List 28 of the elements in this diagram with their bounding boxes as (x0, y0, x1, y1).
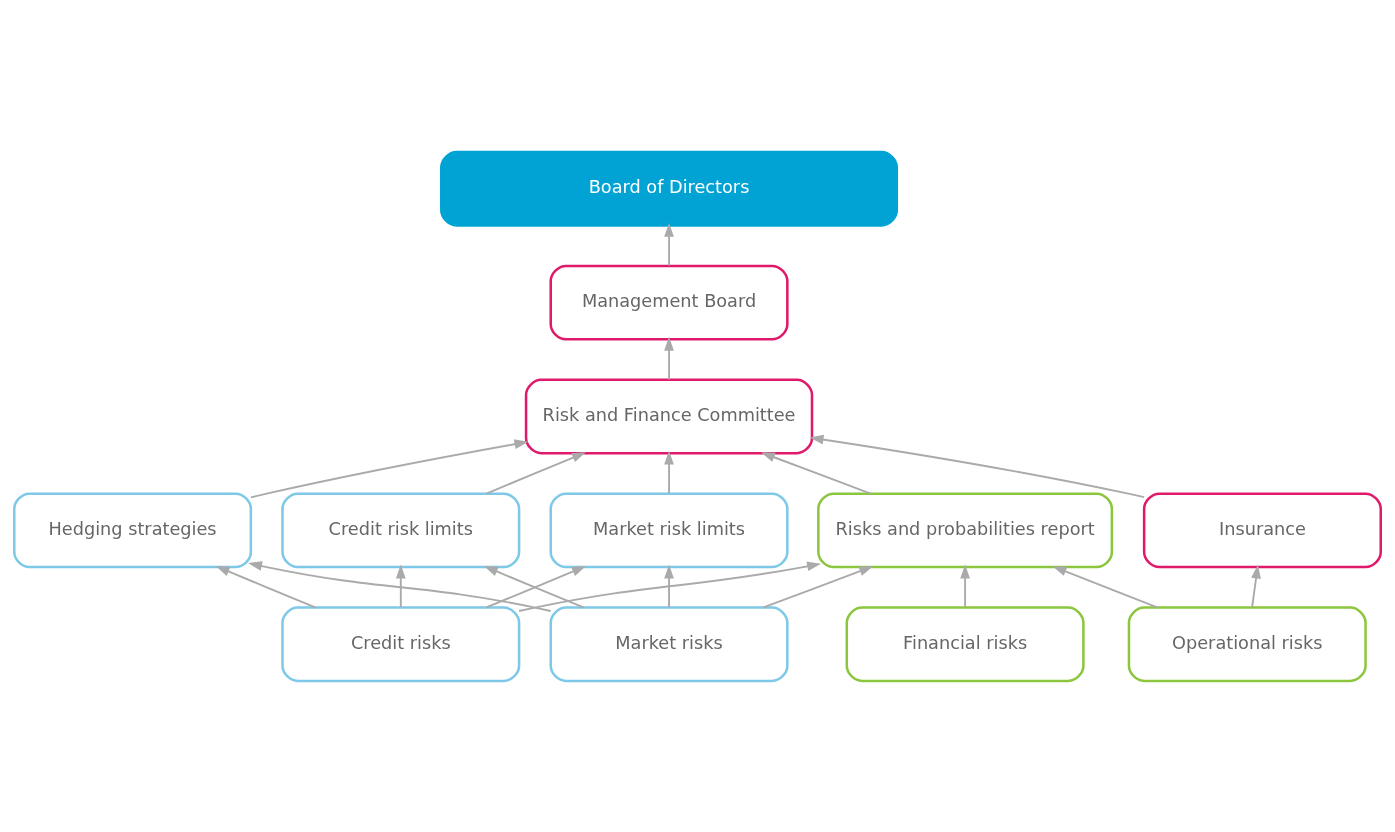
arrow (760, 451, 872, 494)
node-box: Market risks (549, 605, 789, 682)
arrow (664, 450, 674, 494)
arrow (1052, 565, 1159, 608)
node-box: Hedging strategies (13, 491, 253, 568)
arrow (1251, 564, 1261, 608)
node-box: Credit risk limits (281, 491, 521, 568)
node-box: Market risk limits (549, 491, 789, 568)
node-box: Credit risks (281, 605, 521, 682)
arrow (664, 564, 674, 608)
arrow (518, 561, 822, 612)
arrow (664, 336, 674, 380)
arrow (960, 564, 970, 608)
node-box: Risk and Finance Committee (524, 378, 814, 454)
node-box: Operational risks (1127, 605, 1367, 682)
node-box: Insurance (1142, 491, 1382, 568)
node-box: Financial risks (845, 605, 1085, 682)
node-box: Board of Directors (440, 150, 899, 227)
arrow (664, 222, 674, 266)
arrow (395, 564, 406, 608)
node-box: Risks and probabilities report (817, 491, 1114, 568)
arrow (248, 560, 552, 612)
arrow (215, 565, 317, 608)
arrow (250, 438, 529, 498)
node-box: Management Board (549, 264, 789, 341)
arrow (485, 451, 586, 494)
arrow (809, 434, 1146, 498)
arrow (762, 565, 874, 608)
